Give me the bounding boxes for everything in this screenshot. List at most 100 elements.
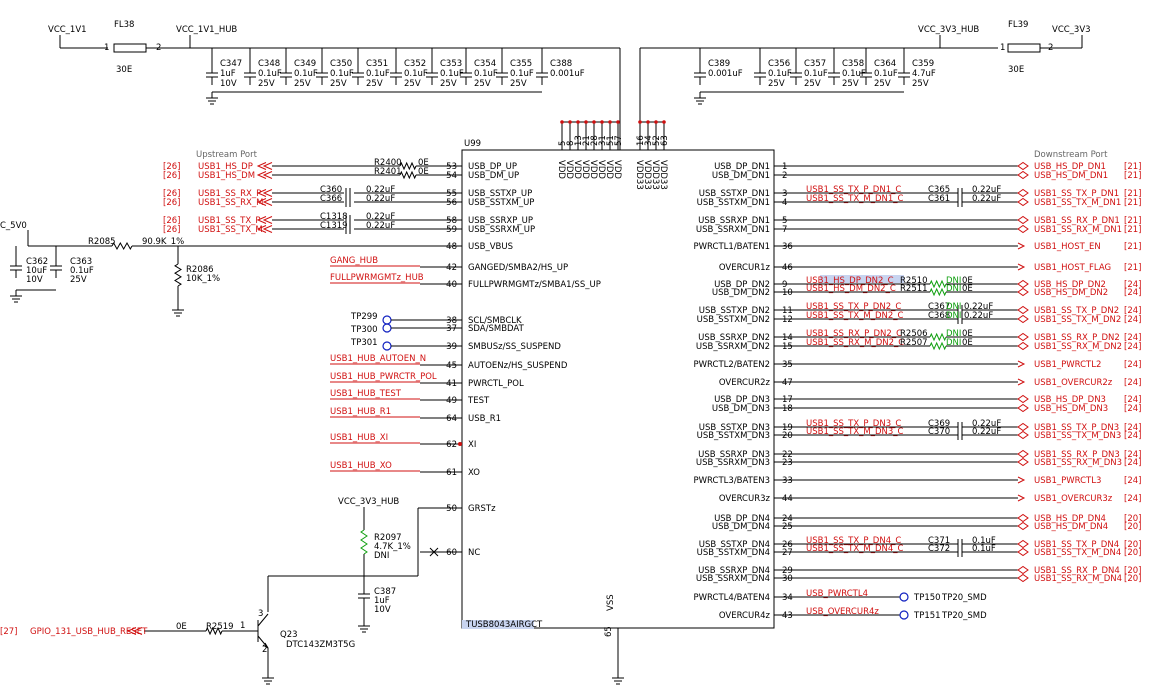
right-pin-9-name: USB_DM_DN2 bbox=[712, 288, 770, 298]
c387-symbol bbox=[358, 593, 370, 599]
cap-right-0-value: 0.001uF bbox=[708, 69, 743, 79]
dn2-6-net: USB1_PWRCTL2 bbox=[1034, 360, 1101, 370]
tp299-label: TP299 bbox=[350, 312, 378, 322]
top-pin-4-dot bbox=[592, 120, 596, 124]
fl39-value: 30E bbox=[1008, 65, 1024, 75]
r2085-resistor bbox=[111, 241, 133, 251]
right-pin-18-name: USB_SSTXP_DN3 bbox=[699, 423, 770, 433]
left-pin-16-name: XI bbox=[468, 440, 476, 450]
right-pin-17-num: 18 bbox=[782, 404, 793, 414]
cap-left-9-value: 0.001uF bbox=[550, 69, 585, 79]
left-pin-7-name: GANGED/SMBA2/HS_UP bbox=[468, 263, 568, 273]
q23-collector-leg bbox=[257, 613, 269, 627]
left-pin-9-num: 38 bbox=[446, 316, 457, 326]
left-net-0-value: 0E bbox=[418, 158, 429, 168]
dn2-3-part: C368 bbox=[928, 311, 950, 321]
cap-right-5-volt: 25V bbox=[912, 79, 929, 89]
tp300-label: TP300 bbox=[350, 325, 378, 335]
dn1-2-local-net: USB1_SS_TX_P_DN1_C bbox=[806, 185, 901, 195]
dn2-1-dni: DNI bbox=[946, 284, 961, 294]
left-pin-3-num: 56 bbox=[446, 198, 457, 208]
dn2-5-ref: [24] bbox=[1124, 342, 1141, 352]
top-pin-11-dot bbox=[662, 120, 666, 124]
left-pin-15-num: 64 bbox=[446, 414, 457, 424]
dn4-3-value: 0.1uF bbox=[972, 544, 996, 554]
cap-left-6-volt: 25V bbox=[440, 79, 457, 89]
dn1-4-net: USB1_SS_RX_P_DN1 bbox=[1034, 216, 1120, 226]
left-pin-0-num: 53 bbox=[446, 162, 457, 172]
rail-label-vcc-3v3-hub: VCC_3V3_HUB bbox=[918, 25, 979, 35]
dn1-1-ref: [21] bbox=[1124, 171, 1141, 181]
ic-vss-pin: 65 bbox=[604, 626, 614, 637]
right-pin-24-num: 24 bbox=[782, 514, 793, 524]
top-pin-11-num: 63 bbox=[660, 135, 670, 146]
left-pin-5-name: USB_SSRXM_UP bbox=[468, 225, 535, 235]
left-net-2-part: C360 bbox=[320, 185, 342, 195]
dn1-3-net: USB1_SS_TX_M_DN1 bbox=[1034, 198, 1121, 208]
right-pin-28-name: USB_SSRXP_DN4 bbox=[698, 566, 770, 576]
dn4-2-ref: [20] bbox=[1124, 540, 1141, 550]
left-pin-17-name: XO bbox=[468, 468, 480, 478]
dn2-0-value: 0E bbox=[962, 276, 973, 286]
cap-left-0-symbol bbox=[206, 72, 218, 78]
dn4-0-ref: [20] bbox=[1124, 514, 1141, 524]
cap-left-5-symbol bbox=[390, 72, 402, 78]
top-pin-7-num: 57 bbox=[614, 135, 624, 146]
dn1-3-value: 0.22uF bbox=[972, 194, 1001, 204]
dn2-0-part: R2510 bbox=[900, 276, 928, 286]
cap-left-2-value: 0.1uF bbox=[294, 69, 318, 79]
cap-right-1-symbol bbox=[754, 72, 766, 78]
right-pin-20-name: USB_SSRXP_DN3 bbox=[698, 450, 770, 460]
right-pin-21-name: USB_SSRXM_DN3 bbox=[696, 458, 770, 468]
dn4-1-ref: [20] bbox=[1124, 522, 1141, 532]
cap-left-4-value: 0.1uF bbox=[366, 69, 390, 79]
left-pin-1-num: 54 bbox=[446, 171, 457, 181]
dn2-5-local-net: USB1_SS_RX_M_DN2_C bbox=[806, 338, 904, 348]
cap-left-7-volt: 25V bbox=[474, 79, 491, 89]
right-pin-5-name: USB_SSRXM_DN1 bbox=[696, 225, 770, 235]
gnd-c387 bbox=[358, 625, 370, 633]
dn1-0-connector bbox=[1017, 161, 1029, 171]
tp301-label: TP301 bbox=[350, 338, 378, 348]
dn4-7-tp-ref: TP151 bbox=[913, 611, 941, 621]
dn3-2-local-net: USB1_SS_TX_P_DN3_C bbox=[806, 419, 901, 429]
top-pin-0-name: VDD bbox=[556, 160, 566, 179]
left-net-1-ref: [26] bbox=[163, 171, 180, 181]
ic-ref: U99 bbox=[464, 139, 481, 149]
dn2-3-connector bbox=[1017, 314, 1029, 324]
dn3-1-net: USB_HS_DM_DN3 bbox=[1034, 404, 1108, 414]
top-pin-1-dot bbox=[568, 120, 572, 124]
cap-left-8-volt: 25V bbox=[510, 79, 527, 89]
right-pin-22-name: PWRCTL3/BATEN3 bbox=[694, 476, 770, 486]
top-pin-5-dot bbox=[600, 120, 604, 124]
fl38-ref: FL38 bbox=[114, 20, 134, 30]
dn3-6-ref: [24] bbox=[1124, 476, 1141, 486]
left-net-5-part: C1319 bbox=[320, 221, 348, 231]
left-net-0-resistor bbox=[399, 161, 417, 171]
top-pin-5-name: VDD bbox=[596, 160, 606, 179]
left-pin-17-num: 61 bbox=[446, 468, 457, 478]
left-net-1-resistor bbox=[399, 170, 417, 180]
right-pin-10-name: USB_SSTXP_DN2 bbox=[699, 306, 770, 316]
top-pin-7-dot bbox=[616, 120, 620, 124]
right-pin-3-name: USB_SSTXM_DN1 bbox=[697, 198, 770, 208]
left-pin-10-name: SDA/SMBDAT bbox=[468, 324, 525, 334]
r2519-value: 0E bbox=[176, 622, 187, 632]
dn2-2-dni: DNI bbox=[946, 302, 961, 312]
left-pin-6-name: USB_VBUS bbox=[468, 242, 513, 252]
dn2-6-connector bbox=[1017, 360, 1026, 368]
gnd-right-caps bbox=[694, 97, 706, 105]
dn3-5-net: USB1_SS_RX_M_DN3 bbox=[1034, 458, 1122, 468]
dn3-6-connector bbox=[1017, 476, 1026, 484]
dn2-6-ref: [24] bbox=[1124, 360, 1141, 370]
right-pin-4-num: 5 bbox=[782, 216, 787, 226]
dn2-2-net: USB1_SS_TX_P_DN2 bbox=[1034, 306, 1119, 316]
dn4-4-connector bbox=[1017, 565, 1029, 575]
r2519-resistor bbox=[205, 626, 223, 636]
xi-pin-dot bbox=[458, 442, 462, 446]
ic-part-highlight bbox=[462, 620, 534, 629]
q23-pin2: 2 bbox=[262, 645, 267, 655]
cap-right-4-ref: C364 bbox=[874, 59, 896, 69]
dn2-5-value: 0E bbox=[962, 338, 973, 348]
left-pin-11-name: SMBUSz/SS_SUSPEND bbox=[468, 342, 561, 352]
